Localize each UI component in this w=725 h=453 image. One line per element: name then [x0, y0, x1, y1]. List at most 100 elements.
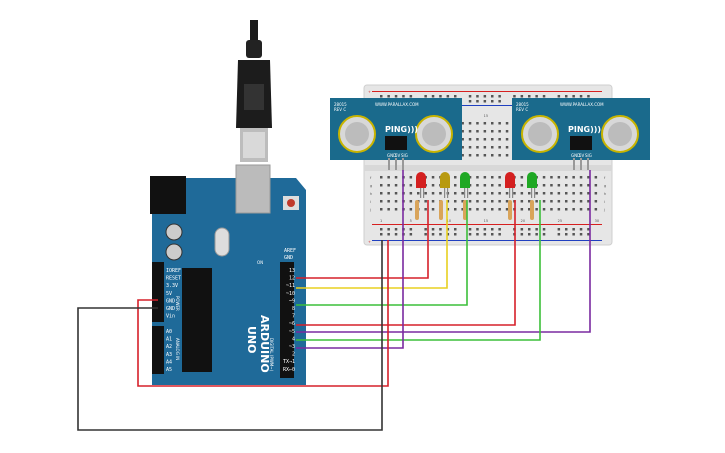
column-number: 30	[595, 219, 599, 223]
wires	[77, 170, 591, 431]
ping-sensor-1: 28015 REV C WWW.PARALLAX.COM PING))) GND…	[330, 98, 462, 170]
sensor-pin-label: SIG	[585, 153, 592, 158]
digital-pin-label: 12	[289, 276, 295, 282]
sensor-pin-label: GND	[571, 153, 580, 158]
sensor-rev: REV C	[516, 107, 528, 112]
row-letter: h	[370, 192, 372, 196]
analog-pin-label: A5	[166, 367, 172, 373]
sensor-url: WWW.PARALLAX.COM	[375, 102, 419, 107]
arduino-model: UNO	[245, 326, 258, 354]
wire-black	[77, 240, 383, 431]
rail-plus-label: +	[368, 240, 371, 244]
row-letter: i	[370, 200, 371, 204]
sensor-pin-label: GND	[387, 153, 396, 158]
wire-red	[296, 200, 429, 279]
digital-title: DIGITAL (PWM~)	[269, 338, 274, 372]
digital-pin-label: 8	[292, 306, 295, 312]
row-letter: h	[604, 192, 606, 196]
column-number: 15	[484, 114, 488, 118]
led-red	[416, 172, 426, 198]
column-number: 1	[380, 219, 382, 223]
power-pin-label: 5V	[166, 291, 172, 297]
on-label: ON	[257, 260, 263, 265]
sensor-name: PING)))	[568, 125, 601, 134]
row-letter: g	[370, 184, 372, 188]
analog-pin-label: A0	[166, 329, 172, 335]
digital-pin-label: ~9	[289, 298, 295, 304]
power-pin-label: GND	[166, 298, 175, 304]
sensor-id: 28015	[516, 102, 529, 107]
digital-pin-label: ~11	[286, 283, 295, 289]
wire-purple	[296, 170, 404, 349]
digital-pin-label: ~10	[286, 291, 295, 297]
wire-red	[137, 240, 389, 387]
sensor-pin-label: 5V	[395, 153, 401, 158]
row-letter: f	[604, 176, 606, 180]
led-green	[460, 172, 470, 198]
analog-pin-label: A4	[166, 359, 172, 365]
sensor-pin-label: 5V	[579, 153, 585, 158]
analog-pin-label: A3	[166, 352, 172, 358]
power-pin-label: 3.3V	[166, 283, 178, 289]
resistor	[415, 200, 419, 220]
row-letter: j	[369, 208, 371, 212]
column-number: 25	[558, 219, 562, 223]
digital-pin-label: RX←0	[283, 367, 295, 373]
resistor	[463, 200, 467, 220]
wire-green	[296, 200, 468, 306]
sensor-url: WWW.PARALLAX.COM	[560, 102, 604, 107]
led-red	[505, 172, 515, 198]
gnd-label: GND	[284, 255, 293, 261]
digital-pin-label: 4	[292, 336, 295, 342]
power-header	[152, 262, 164, 322]
power-pin-label: IOREF	[166, 268, 181, 274]
aref-label: AREF	[284, 248, 296, 254]
analog-header	[152, 326, 164, 374]
analog-pin-label: A2	[166, 344, 172, 350]
resistor	[530, 200, 534, 220]
power-jack	[150, 176, 186, 214]
sensor-name: PING)))	[385, 125, 418, 134]
arduino-uno: ARDUINO UNO DIGITAL (PWM~) POWER ANALOG …	[150, 164, 306, 385]
digital-pin-label: TX→1	[283, 359, 295, 365]
digital-pin-label: ~3	[289, 344, 295, 350]
microcontroller-chip	[182, 268, 212, 372]
row-letter: j	[603, 208, 605, 212]
digital-pin-label: ~6	[289, 321, 295, 327]
row-letter: g	[604, 184, 606, 188]
ping-sensor-2: 28015 REV C WWW.PARALLAX.COM PING))) GND…	[512, 98, 650, 170]
power-pin-label: GND	[166, 306, 175, 312]
power-title: POWER	[175, 296, 180, 311]
led-green	[527, 172, 537, 198]
sensor-pin-label: SIG	[401, 153, 408, 158]
wire-purple	[296, 170, 591, 333]
usb-port	[235, 164, 271, 214]
sensor-rev: REV C	[334, 107, 346, 112]
power-pin-label: Vin	[166, 314, 175, 320]
arduino-brand: ARDUINO	[258, 315, 271, 373]
resistor	[439, 200, 443, 220]
leds	[416, 172, 537, 198]
analog-title: ANALOG IN	[175, 338, 180, 360]
digital-pin-label: ~5	[289, 329, 295, 335]
led-yellow	[440, 172, 450, 198]
row-letter: i	[604, 200, 605, 204]
resistor	[508, 200, 512, 220]
wire-yellow	[296, 200, 448, 289]
digital-pin-label: 2	[292, 352, 295, 358]
column-number: 5	[410, 219, 412, 223]
power-pin-label: RESET	[166, 276, 181, 282]
column-number: 20	[521, 219, 525, 223]
column-number: 10	[447, 219, 451, 223]
wire-red	[296, 200, 516, 326]
row-letter: f	[370, 176, 372, 180]
digital-header	[280, 262, 294, 378]
resistors	[415, 200, 534, 220]
digital-pin-label: 7	[292, 314, 295, 320]
analog-pin-label: A1	[166, 337, 172, 343]
wire-green	[296, 200, 541, 341]
